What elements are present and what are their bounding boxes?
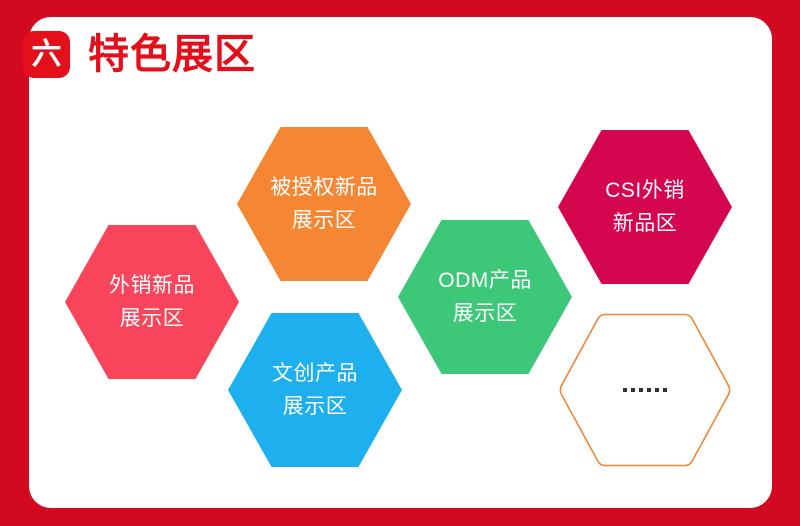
six-badge-icon: 六 <box>23 30 70 78</box>
zone-hex-grid: 外销新品展示区被授权新品展示区文创产品展示区ODM产品展示区CSI外销新品区··… <box>65 127 732 467</box>
hex-label-line2: 新品区 <box>612 212 678 235</box>
hex-label: 被授权新品展示区 <box>256 171 392 237</box>
hex-placeholder-dots <box>623 388 667 392</box>
hex-label-line1: ODM产品 <box>438 269 532 292</box>
dot-icon <box>631 388 635 392</box>
hex-label-line2: 展示区 <box>452 302 518 325</box>
hex-zone-more-placeholder[interactable]: ······ <box>558 313 732 467</box>
hex-zone-cultural-creative-products[interactable]: 文创产品展示区 <box>228 313 402 467</box>
hex-label: 外销新品展示区 <box>95 269 209 335</box>
hex-label-line2: 展示区 <box>119 307 185 330</box>
page-title: 特色展区 <box>88 30 256 77</box>
hex-label: 文创产品展示区 <box>258 357 372 423</box>
dot-icon <box>655 388 659 392</box>
hex-label-line2: 展示区 <box>282 395 348 418</box>
header: 六 特色展区 <box>23 29 256 79</box>
dot-icon <box>647 388 651 392</box>
dot-icon <box>663 388 667 392</box>
hex-zone-export-new-products[interactable]: 外销新品展示区 <box>65 225 239 379</box>
hex-label: ODM产品展示区 <box>424 264 546 330</box>
hex-label-line1: CSI外销 <box>605 179 685 202</box>
hex-fill-shape <box>237 127 411 281</box>
dot-icon <box>623 388 627 392</box>
hex-label-line1: 外销新品 <box>109 274 195 297</box>
hex-label-line1: 被授权新品 <box>270 176 378 199</box>
hex-label: CSI外销新品区 <box>591 174 699 240</box>
hex-zone-csi-export-new-products[interactable]: CSI外销新品区 <box>558 130 732 284</box>
hex-label-line2: 展示区 <box>291 209 357 232</box>
hex-zone-odm-products[interactable]: ODM产品展示区 <box>398 220 572 374</box>
hex-outline-shape <box>559 313 731 467</box>
hex-zone-licensed-new-products[interactable]: 被授权新品展示区 <box>237 127 411 281</box>
hex-label-line1: 文创产品 <box>272 362 358 385</box>
dot-icon <box>639 388 643 392</box>
